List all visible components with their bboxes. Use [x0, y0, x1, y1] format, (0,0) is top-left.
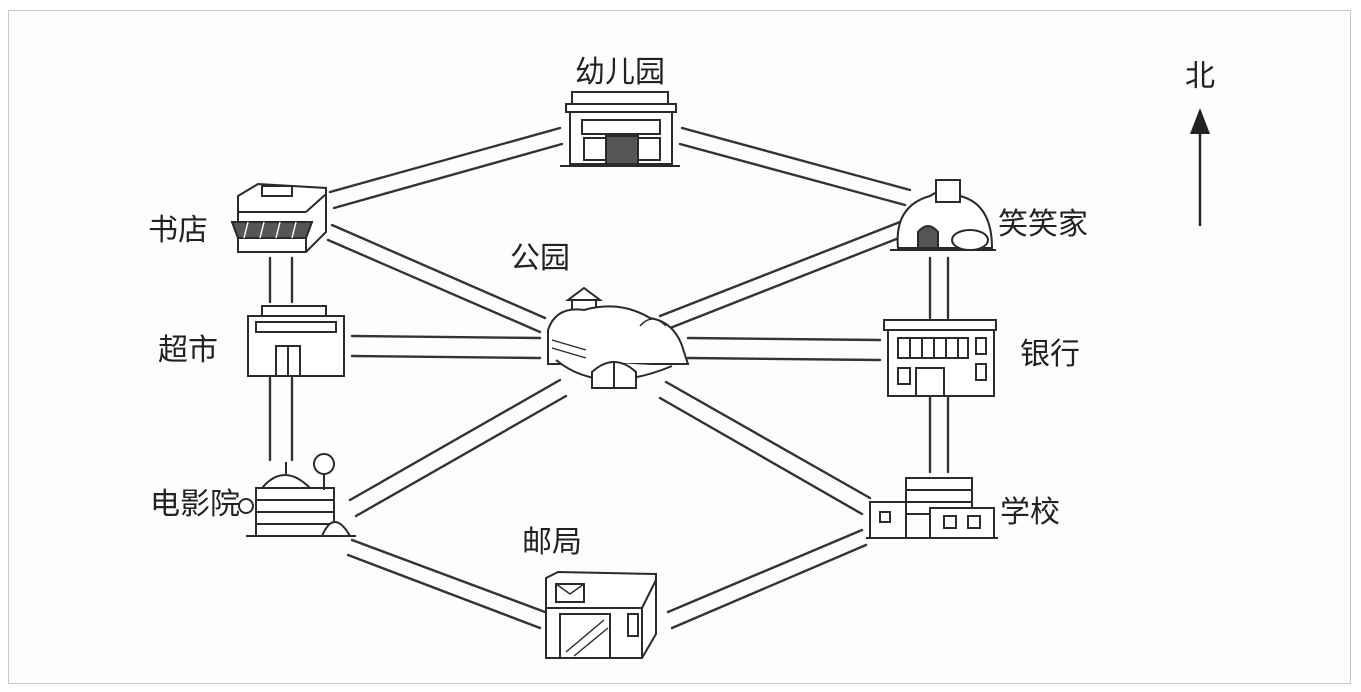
label-school: 学校: [1000, 495, 1060, 530]
road-cinema-post-office: [346, 538, 547, 630]
road-park-bank: [686, 336, 882, 362]
label-home: 笑笑家: [998, 207, 1088, 242]
bank-building: [883, 319, 997, 397]
road-home-bank: [928, 256, 950, 320]
north-label: 北: [1185, 59, 1215, 94]
home-building: [890, 179, 996, 251]
kindergarten-building: [560, 91, 680, 167]
road-bank-school: [928, 396, 950, 474]
label-cinema: 电影院: [150, 487, 240, 522]
label-supermarket: 超市: [158, 333, 218, 368]
supermarket-building: [247, 305, 345, 377]
road-school-post-office: [666, 528, 868, 630]
cinema-building: [238, 453, 356, 537]
label-post-office: 邮局: [522, 525, 582, 560]
road-park-cinema: [348, 378, 568, 518]
park-building: [547, 286, 690, 389]
road-bookstore-park: [326, 223, 547, 334]
road-bookstore-kindergarten: [328, 126, 564, 210]
school-building: [866, 477, 998, 539]
road-supermarket-park: [350, 334, 542, 360]
label-park: 公园: [510, 241, 570, 276]
label-bookstore: 书店: [148, 213, 208, 248]
road-home-park: [658, 220, 906, 332]
road-kindergarten-home: [678, 126, 912, 207]
north-arrow: [1190, 108, 1210, 226]
post-office-building: [545, 570, 657, 659]
label-kindergarten: 幼儿园: [575, 55, 665, 90]
road-park-school: [658, 380, 872, 516]
road-supermarket-cinema: [268, 376, 294, 462]
roads: [268, 126, 950, 630]
label-bank: 银行: [1020, 337, 1080, 372]
road-bookstore-supermarket: [268, 256, 294, 304]
bookstore-building: [230, 182, 327, 253]
